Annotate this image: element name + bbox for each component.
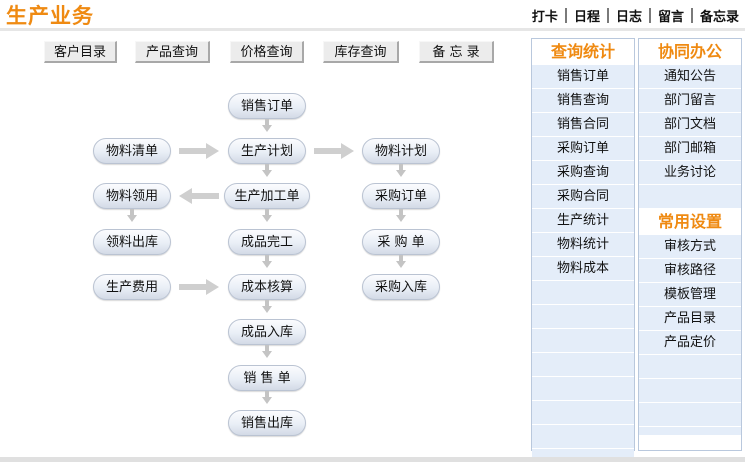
page-title: 生产业务 xyxy=(6,4,94,28)
flow-production-order[interactable]: 生产加工单 xyxy=(224,183,310,209)
down-arrow-icon xyxy=(262,119,272,132)
product-query-button[interactable]: 产品查询 xyxy=(135,41,210,63)
right-arrow-icon xyxy=(179,279,219,295)
panel-empty-row xyxy=(639,427,741,436)
down-arrow-icon xyxy=(262,164,272,177)
left-arrow-icon xyxy=(179,188,219,204)
top-links: 打卡 日程 日志 留言 备忘录 xyxy=(532,6,739,25)
memo-button[interactable]: 备 忘 录 xyxy=(419,41,494,63)
panel-item-purchase-order[interactable]: 采购订单 xyxy=(532,137,634,161)
right-arrow-icon xyxy=(179,143,219,159)
collaboration-panel: 协同办公 通知公告 部门留言 部门文档 部门邮箱 业务讨论 常用设置 审核方式 … xyxy=(638,38,742,451)
panel-item-sales-query[interactable]: 销售查询 xyxy=(532,89,634,113)
common-settings-title: 常用设置 xyxy=(639,209,741,235)
flow-finished-goods[interactable]: 成品完工 xyxy=(228,229,306,255)
link-schedule[interactable]: 日程 xyxy=(573,10,600,25)
bottom-divider xyxy=(0,457,745,462)
query-statistics-panel: 查询统计 销售订单 销售查询 销售合同 采购订单 采购查询 采购合同 生产统计 … xyxy=(531,38,635,460)
panel-item-material-stats[interactable]: 物料统计 xyxy=(532,233,634,257)
panel-empty-row xyxy=(532,425,634,449)
panel-item-dept-mailbox[interactable]: 部门邮箱 xyxy=(639,137,741,161)
panel-item-purchase-contract[interactable]: 采购合同 xyxy=(532,185,634,209)
panel-empty-row xyxy=(532,401,634,425)
down-arrow-icon xyxy=(127,209,137,222)
down-arrow-icon xyxy=(262,255,272,268)
panel-empty-row xyxy=(532,305,634,329)
link-separator xyxy=(648,8,651,23)
collaboration-title: 协同办公 xyxy=(639,39,741,65)
link-separator xyxy=(564,8,567,23)
panel-empty-row xyxy=(532,377,634,401)
panel-item-product-catalog[interactable]: 产品目录 xyxy=(639,307,741,331)
panel-empty-row xyxy=(639,403,741,427)
flow-sales-outbound[interactable]: 销售出库 xyxy=(228,410,306,436)
link-memo[interactable]: 备忘录 xyxy=(699,10,739,25)
panel-item-review-path[interactable]: 审核路径 xyxy=(639,259,741,283)
panel-empty-row xyxy=(639,185,741,209)
panel-item-material-cost[interactable]: 物料成本 xyxy=(532,257,634,281)
title-divider xyxy=(0,28,745,31)
flow-bill-of-materials[interactable]: 物料清单 xyxy=(93,138,171,164)
flow-material-plan[interactable]: 物料计划 xyxy=(362,138,440,164)
panel-item-dept-documents[interactable]: 部门文档 xyxy=(639,113,741,137)
down-arrow-icon xyxy=(396,164,406,177)
down-arrow-icon xyxy=(262,209,272,222)
panel-empty-row xyxy=(532,281,634,305)
panel-item-purchase-query[interactable]: 采购查询 xyxy=(532,161,634,185)
flow-purchase-slip[interactable]: 采 购 单 xyxy=(362,229,440,255)
panel-item-review-method[interactable]: 审核方式 xyxy=(639,235,741,259)
stock-query-button[interactable]: 库存查询 xyxy=(323,41,399,63)
flow-sales-order[interactable]: 销售订单 xyxy=(228,93,306,119)
down-arrow-icon xyxy=(262,300,272,313)
panel-empty-row xyxy=(639,379,741,403)
right-arrow-icon xyxy=(314,143,354,159)
flow-production-expense[interactable]: 生产费用 xyxy=(93,274,171,300)
link-clock-in[interactable]: 打卡 xyxy=(531,10,558,25)
panel-item-sales-order[interactable]: 销售订单 xyxy=(532,65,634,89)
panel-item-production-stats[interactable]: 生产统计 xyxy=(532,209,634,233)
down-arrow-icon xyxy=(396,255,406,268)
flow-material-requisition[interactable]: 物料领用 xyxy=(93,183,171,209)
down-arrow-icon xyxy=(262,345,272,358)
panel-item-template-mgmt[interactable]: 模板管理 xyxy=(639,283,741,307)
panel-item-sales-contract[interactable]: 销售合同 xyxy=(532,113,634,137)
flow-cost-accounting[interactable]: 成本核算 xyxy=(228,274,306,300)
flow-goods-warehousing[interactable]: 成品入库 xyxy=(228,319,306,345)
down-arrow-icon xyxy=(262,391,272,404)
panel-empty-row xyxy=(532,353,634,377)
down-arrow-icon xyxy=(396,209,406,222)
customer-directory-button[interactable]: 客户目录 xyxy=(44,41,117,63)
query-statistics-title: 查询统计 xyxy=(532,39,634,65)
link-journal[interactable]: 日志 xyxy=(615,10,642,25)
flow-purchase-warehousing[interactable]: 采购入库 xyxy=(362,274,440,300)
flow-purchase-order[interactable]: 采购订单 xyxy=(362,183,440,209)
panel-item-product-pricing[interactable]: 产品定价 xyxy=(639,331,741,355)
link-message[interactable]: 留言 xyxy=(657,10,684,25)
flow-sales-slip[interactable]: 销 售 单 xyxy=(228,365,306,391)
panel-item-discussion[interactable]: 业务讨论 xyxy=(639,161,741,185)
flow-production-plan[interactable]: 生产计划 xyxy=(228,138,306,164)
panel-empty-row xyxy=(532,329,634,353)
panel-item-announcements[interactable]: 通知公告 xyxy=(639,65,741,89)
panel-item-dept-messages[interactable]: 部门留言 xyxy=(639,89,741,113)
flow-material-outbound[interactable]: 领料出库 xyxy=(93,229,171,255)
link-separator xyxy=(690,8,693,23)
panel-empty-row xyxy=(639,355,741,379)
link-separator xyxy=(606,8,609,23)
price-query-button[interactable]: 价格查询 xyxy=(230,41,304,63)
